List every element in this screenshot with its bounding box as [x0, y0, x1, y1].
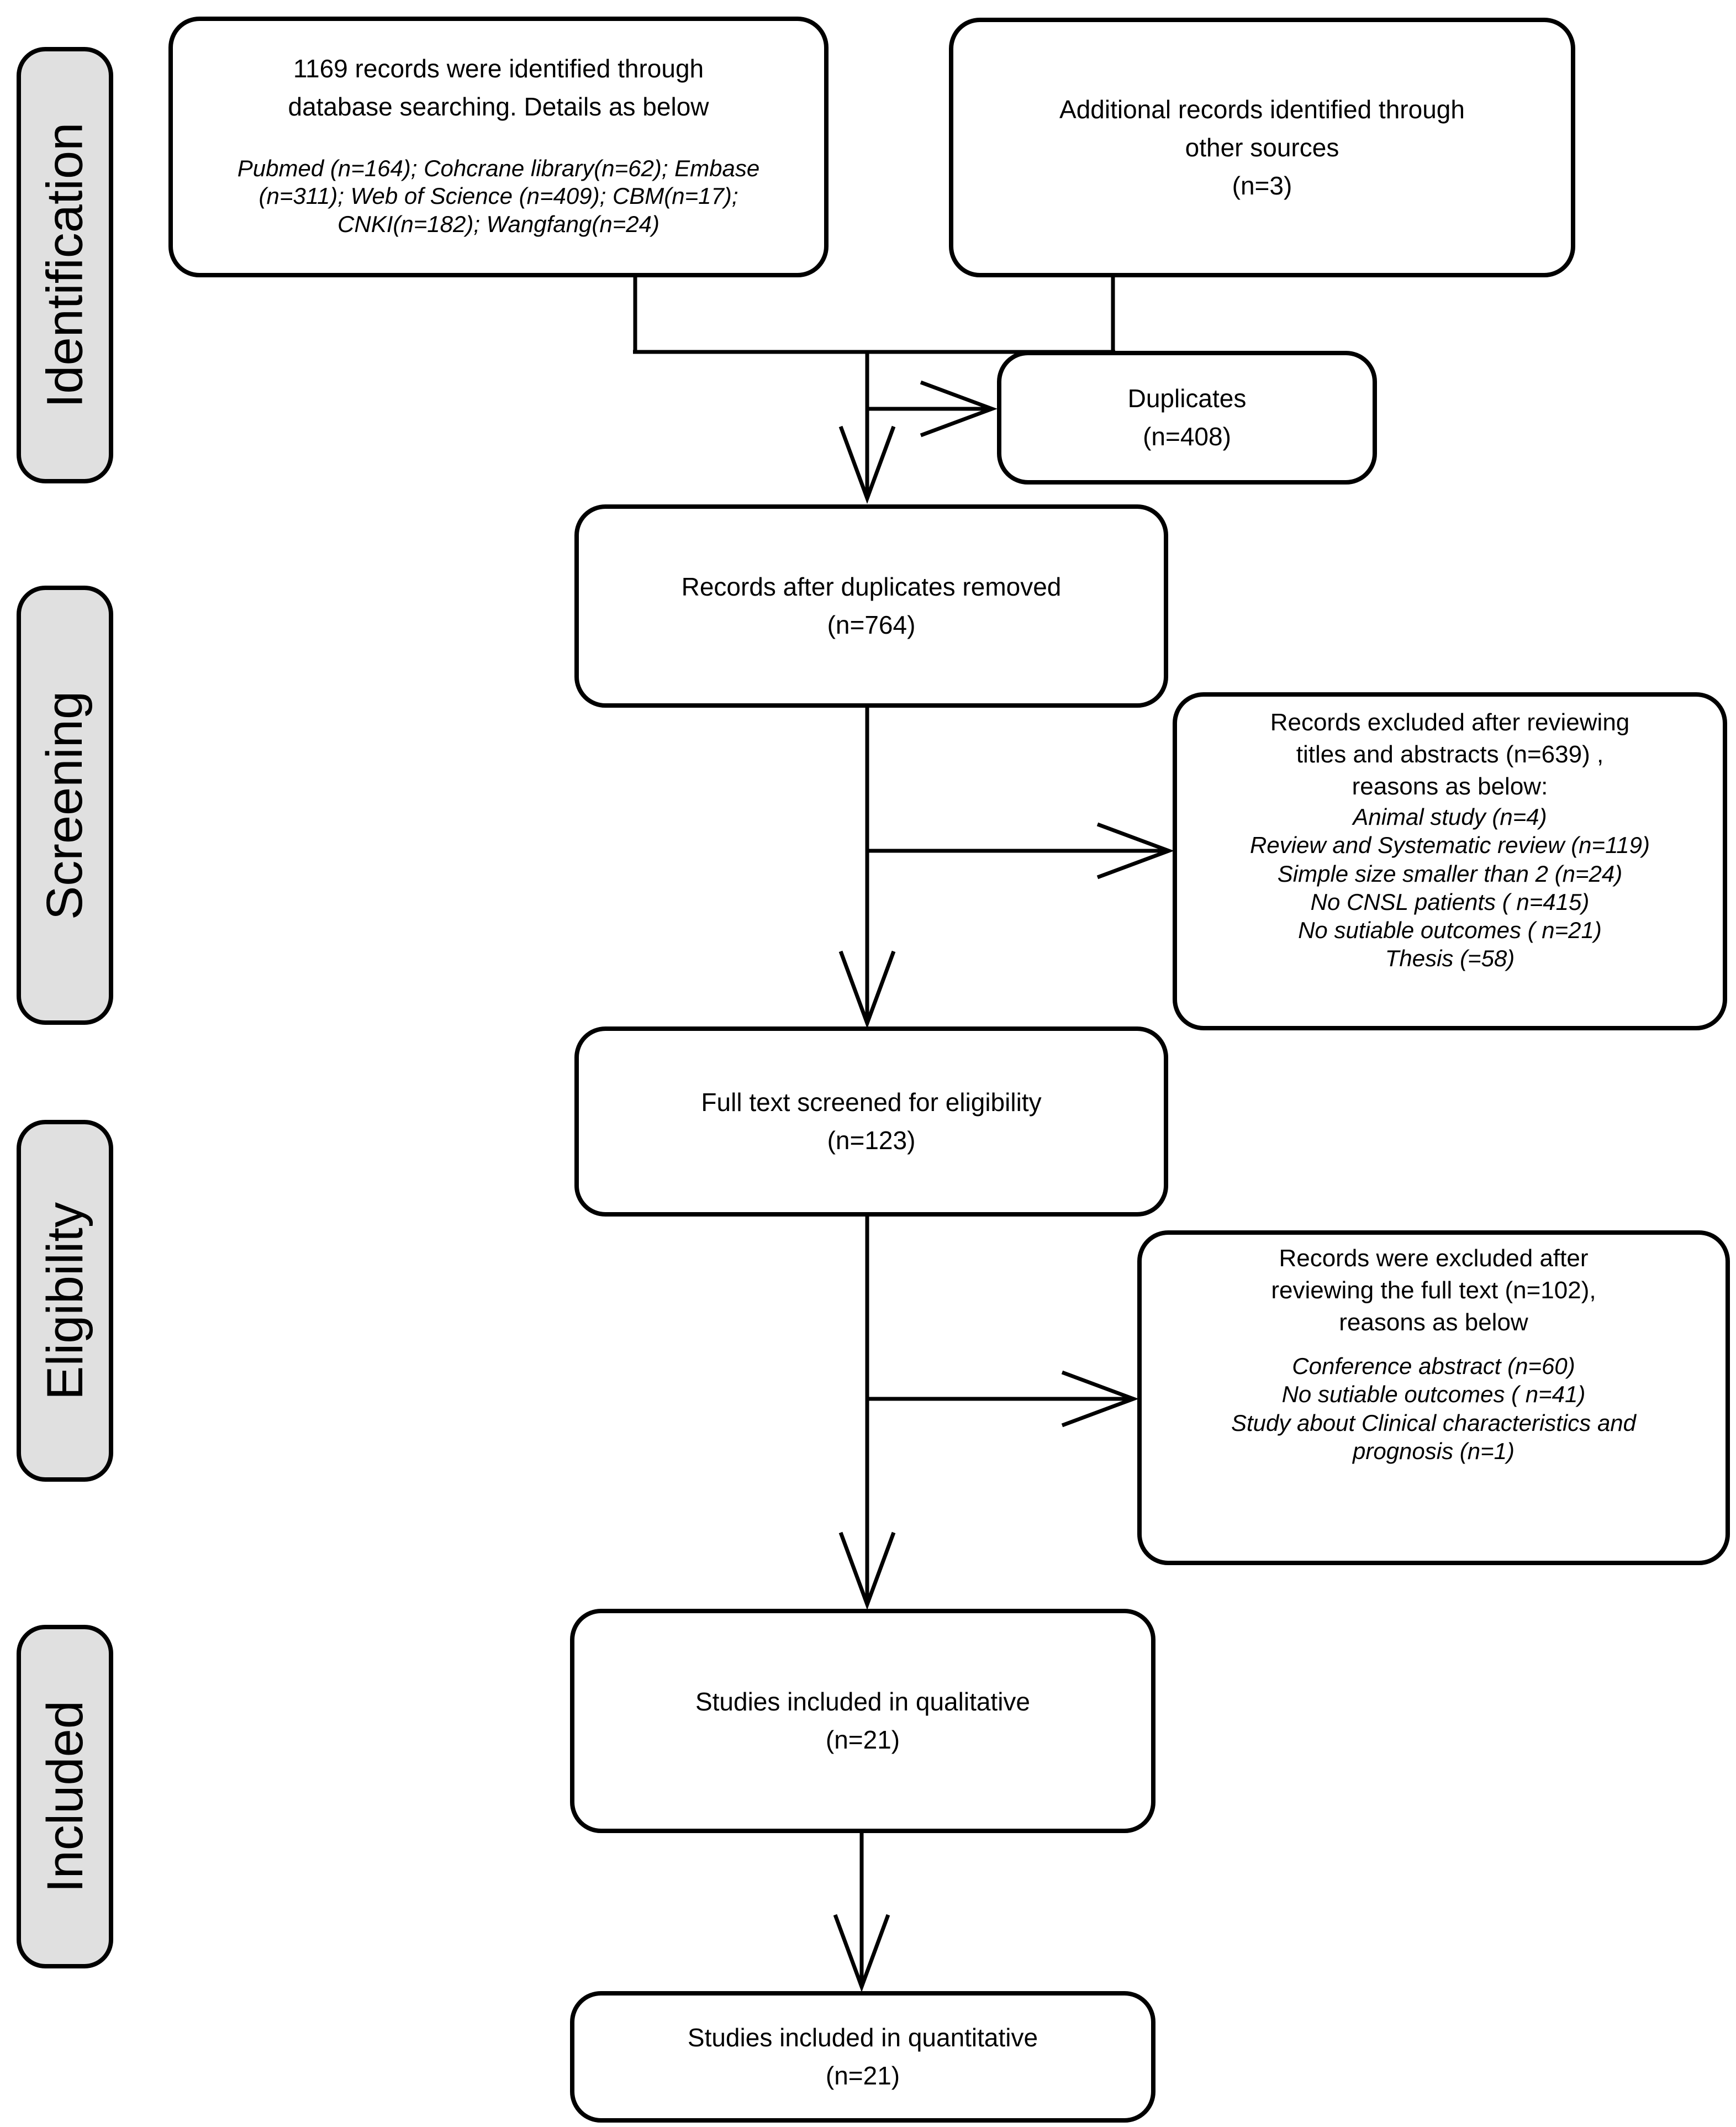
text-line: Records after duplicates removed [681, 572, 1062, 601]
text-line: (n=123) [827, 1126, 916, 1155]
arrowhead-right-title-abstract-excluded-icon [1096, 822, 1175, 880]
stage-label-identification: Identification [17, 47, 113, 483]
text-line: Review and Systematic review (n=119) [1249, 832, 1650, 859]
stage-label-included-text: Included [36, 1700, 93, 1893]
text-line: Studies included in qualitative [695, 1687, 1031, 1716]
stage-label-eligibility: Eligibility [17, 1120, 113, 1482]
text-line: (n=3) [1232, 171, 1292, 200]
box-full-text-excluded-reasons: Conference abstract (n=60) No sutiable o… [1231, 1352, 1636, 1465]
text-line: 1169 records were identified through [293, 54, 704, 83]
box-title-abstract-excluded-title: Records excluded after reviewing titles … [1270, 707, 1630, 803]
arrowhead-down-qualitative-icon [838, 1531, 896, 1610]
box-title-abstract-excluded: Records excluded after reviewing titles … [1173, 692, 1727, 1030]
arrowhead-right-duplicates-icon [920, 380, 998, 438]
box-records-identified-database-title: 1169 records were identified through dat… [288, 50, 709, 126]
box-full-text-excluded-title: Records were excluded after reviewing th… [1271, 1242, 1596, 1339]
stage-label-screening: Screening [17, 586, 113, 1025]
arrowhead-down-records-after-icon [838, 425, 896, 504]
text-line: Study about Clinical characteristics and [1231, 1409, 1637, 1436]
box-duplicates: Duplicates (n=408) [997, 351, 1377, 485]
text-line: (n=311); Web of Science (n=409); CBM(n=1… [258, 183, 738, 209]
text-line: titles and abstracts (n=639) , [1296, 741, 1604, 768]
text-line: Records excluded after reviewing [1270, 709, 1630, 736]
text-line: prognosis (n=1) [1353, 1438, 1515, 1464]
arrowhead-down-full-text-icon [838, 950, 896, 1029]
text-line: reasons as below: [1352, 773, 1548, 801]
text-line: reasons as below [1339, 1309, 1528, 1336]
stage-label-identification-text: Identification [36, 122, 93, 408]
box-records-after-duplicates: Records after duplicates removed (n=764) [574, 504, 1168, 708]
box-records-identified-database-details: Pubmed (n=164); Cohcrane library(n=62); … [238, 155, 760, 238]
text-line: Duplicates [1127, 384, 1247, 413]
text-line: Additional records identified through [1059, 94, 1465, 124]
text-line: Records were excluded after [1279, 1245, 1589, 1272]
text-line: (n=21) [825, 2061, 900, 2090]
box-full-text-excluded: Records were excluded after reviewing th… [1137, 1230, 1730, 1565]
stage-label-eligibility-text: Eligibility [36, 1202, 93, 1400]
stage-label-screening-text: Screening [36, 691, 93, 920]
text-line: No sutiable outcomes ( n=41) [1281, 1381, 1586, 1408]
text-line: CNKI(n=182); Wangfang(n=24) [337, 210, 659, 237]
text-line: (n=21) [825, 1725, 900, 1754]
text-line: database searching. Details as below [288, 92, 709, 121]
arrowhead-down-quantitative-icon [833, 1914, 890, 1993]
box-title-abstract-excluded-reasons: Animal study (n=4) Review and Systematic… [1250, 803, 1650, 972]
box-qualitative-included: Studies included in qualitative (n=21) [570, 1609, 1155, 1833]
arrowhead-right-full-text-excluded-icon [1061, 1370, 1139, 1428]
text-line: Studies included in quantitative [687, 2023, 1038, 2052]
text-line: other sources [1185, 133, 1339, 162]
text-line: reviewing the full text (n=102), [1271, 1277, 1596, 1304]
text-line: Simple size smaller than 2 (n=24) [1277, 860, 1623, 887]
box-additional-records: Additional records identified through ot… [949, 18, 1575, 277]
text-line: (n=408) [1143, 422, 1231, 451]
text-line: Conference abstract (n=60) [1292, 1353, 1575, 1380]
text-line: Full text screened for eligibility [701, 1088, 1042, 1117]
box-quantitative-included: Studies included in quantitative (n=21) [570, 1991, 1155, 2123]
stage-label-included: Included [17, 1625, 113, 1968]
box-full-text-screened: Full text screened for eligibility (n=12… [574, 1026, 1168, 1217]
text-line: Thesis (=58) [1385, 945, 1515, 972]
text-line: (n=764) [827, 610, 916, 639]
box-records-identified-database: 1169 records were identified through dat… [168, 17, 829, 277]
text-line: No sutiable outcomes ( n=21) [1298, 917, 1602, 944]
text-line: Animal study (n=4) [1353, 804, 1547, 830]
text-line: Pubmed (n=164); Cohcrane library(n=62); … [237, 155, 760, 181]
text-line: No CNSL patients ( n=415) [1310, 888, 1590, 915]
